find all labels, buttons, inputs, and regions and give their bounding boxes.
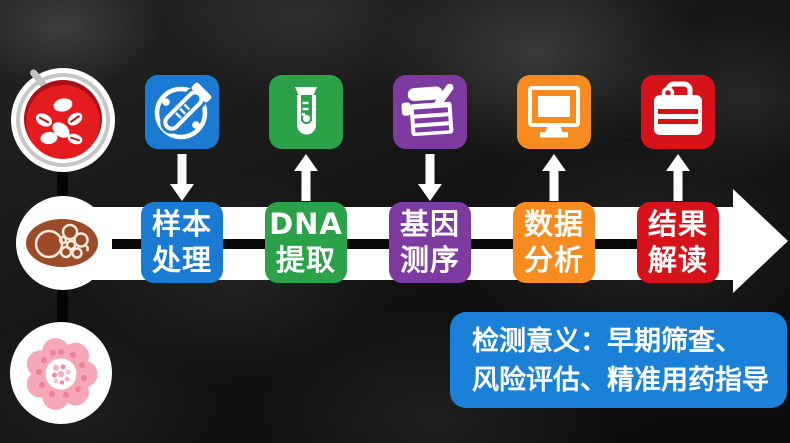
step-label-line: 分析	[523, 242, 584, 277]
step-label-line: 结果	[647, 207, 708, 242]
step-label-line: 基因	[399, 207, 460, 242]
flow-step-gene-sequencing: 基因 测序	[389, 75, 471, 283]
step-label-gene-sequencing: 基因 测序	[389, 202, 471, 283]
step-label-line: DNA	[269, 207, 343, 242]
step-label-data-analysis: 数据 分析	[513, 202, 595, 283]
flow-arrow-down-icon	[418, 154, 442, 201]
petri-dish-blood-sample-illustration	[11, 68, 115, 172]
toolbox-report-icon	[641, 75, 715, 149]
step-label-line: 提取	[275, 242, 336, 277]
computer-monitor-icon	[517, 75, 591, 149]
test-tube-icon	[269, 75, 343, 149]
petri-dish-test-tube-icon	[145, 75, 219, 149]
flow-step-dna-extraction: DNA 提取	[265, 75, 347, 283]
step-label-line: 处理	[151, 242, 212, 277]
info-box-line: 检测意义：早期筛查、	[472, 326, 742, 357]
cell-sample-illustration	[10, 322, 112, 424]
specimen-connector-line	[57, 168, 68, 200]
step-label-line: 测序	[399, 242, 460, 277]
step-label-result-interpretation: 结果 解读	[637, 202, 719, 283]
flow-arrowhead-icon	[733, 189, 788, 293]
testing-significance-info-box: 检测意义：早期筛查、 风险评估、精准用药指导	[450, 312, 787, 408]
step-label-dna-extraction: DNA 提取	[265, 202, 347, 283]
flow-step-data-analysis: 数据 分析	[513, 75, 595, 283]
info-box-line: 风险评估、精准用药指导	[472, 365, 769, 397]
flow-arrow-up-icon	[294, 154, 318, 201]
step-label-line: 数据	[523, 207, 584, 242]
specimen-connector-line	[57, 287, 68, 325]
step-label-sample-processing: 样本 处理	[141, 202, 223, 283]
flow-arrow-down-icon	[170, 154, 194, 201]
flow-step-sample-processing: 样本 处理	[141, 75, 223, 283]
tissue-biopsy-sample-illustration	[16, 196, 110, 290]
step-label-line: 样本	[151, 207, 212, 242]
step-label-line: 解读	[647, 242, 708, 277]
sequencer-machine-icon	[393, 75, 467, 149]
flow-arrow-up-icon	[542, 154, 566, 201]
flow-step-result-interpretation: 结果 解读	[637, 75, 719, 283]
flow-arrow-up-icon	[666, 154, 690, 201]
